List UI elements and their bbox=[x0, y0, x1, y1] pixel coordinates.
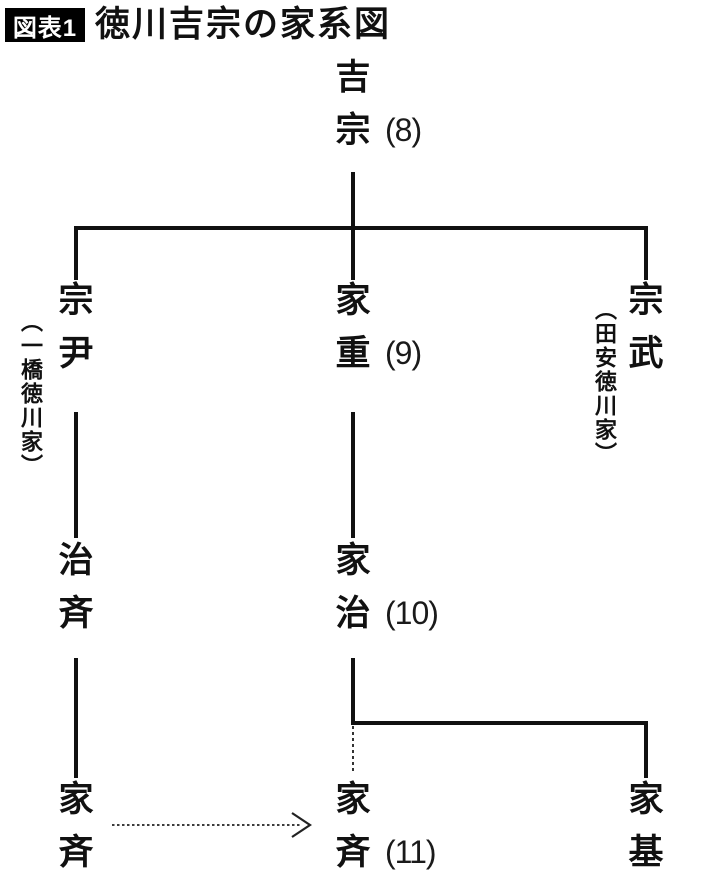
shogun-generation-number: (9) bbox=[385, 335, 422, 371]
person-name-char: 治 bbox=[335, 594, 371, 633]
shogun-generation-number: (10) bbox=[385, 595, 439, 631]
person-name-char: 家 bbox=[58, 780, 94, 819]
person-name-char: 宗 bbox=[335, 111, 371, 150]
person-name-char: 宗 bbox=[628, 281, 664, 320]
person-iemoto: 家 基 bbox=[626, 773, 666, 879]
person-name-char: 治 bbox=[58, 541, 94, 580]
branch-label-tayasu: （田安徳川家） bbox=[592, 298, 617, 466]
shogun-generation-number: (11) bbox=[385, 834, 437, 870]
person-name-char: 斉 bbox=[335, 833, 371, 872]
figure-header: 図表1 徳川吉宗の家系図 bbox=[0, 0, 720, 48]
person-munetada: 宗 尹 bbox=[56, 274, 96, 380]
person-ienari: 家 斉 (11) bbox=[333, 773, 436, 879]
person-ieshige: 家 重 (9) bbox=[333, 274, 422, 380]
person-ienari-hitotsubashi: 家 斉 bbox=[56, 773, 96, 879]
person-name-char: 宗 bbox=[58, 281, 94, 320]
person-harusada: 治 斉 bbox=[56, 534, 96, 640]
adoption-arrow-head-icon bbox=[291, 812, 312, 838]
person-ieharu: 家 治 (10) bbox=[333, 534, 438, 640]
person-name-char: 斉 bbox=[58, 833, 94, 872]
figure-title: 徳川吉宗の家系図 bbox=[95, 5, 392, 44]
connector-generation1-branch bbox=[74, 226, 648, 280]
person-name-char: 家 bbox=[335, 281, 371, 320]
person-name-char: 家 bbox=[335, 541, 371, 580]
person-name-char: 家 bbox=[335, 780, 371, 819]
person-name-char: 基 bbox=[628, 833, 664, 872]
person-name-char: 家 bbox=[628, 780, 664, 819]
shogun-generation-number: (8) bbox=[385, 112, 422, 148]
figure-tag-badge: 図表1 bbox=[5, 8, 85, 42]
person-munetake: 宗 武 bbox=[626, 274, 666, 380]
person-name-char: 斉 bbox=[58, 594, 94, 633]
person-name-char: 武 bbox=[628, 334, 664, 373]
person-name-char: 重 bbox=[335, 334, 371, 373]
person-name-char: 尹 bbox=[58, 334, 94, 373]
person-name-char: 吉 bbox=[335, 58, 371, 97]
person-yoshimune: 吉 宗 (8) bbox=[333, 51, 422, 157]
connector-ieharu-iemoto-branch bbox=[351, 658, 648, 778]
branch-label-hitotsubashi: （一橋徳川家） bbox=[18, 310, 43, 478]
